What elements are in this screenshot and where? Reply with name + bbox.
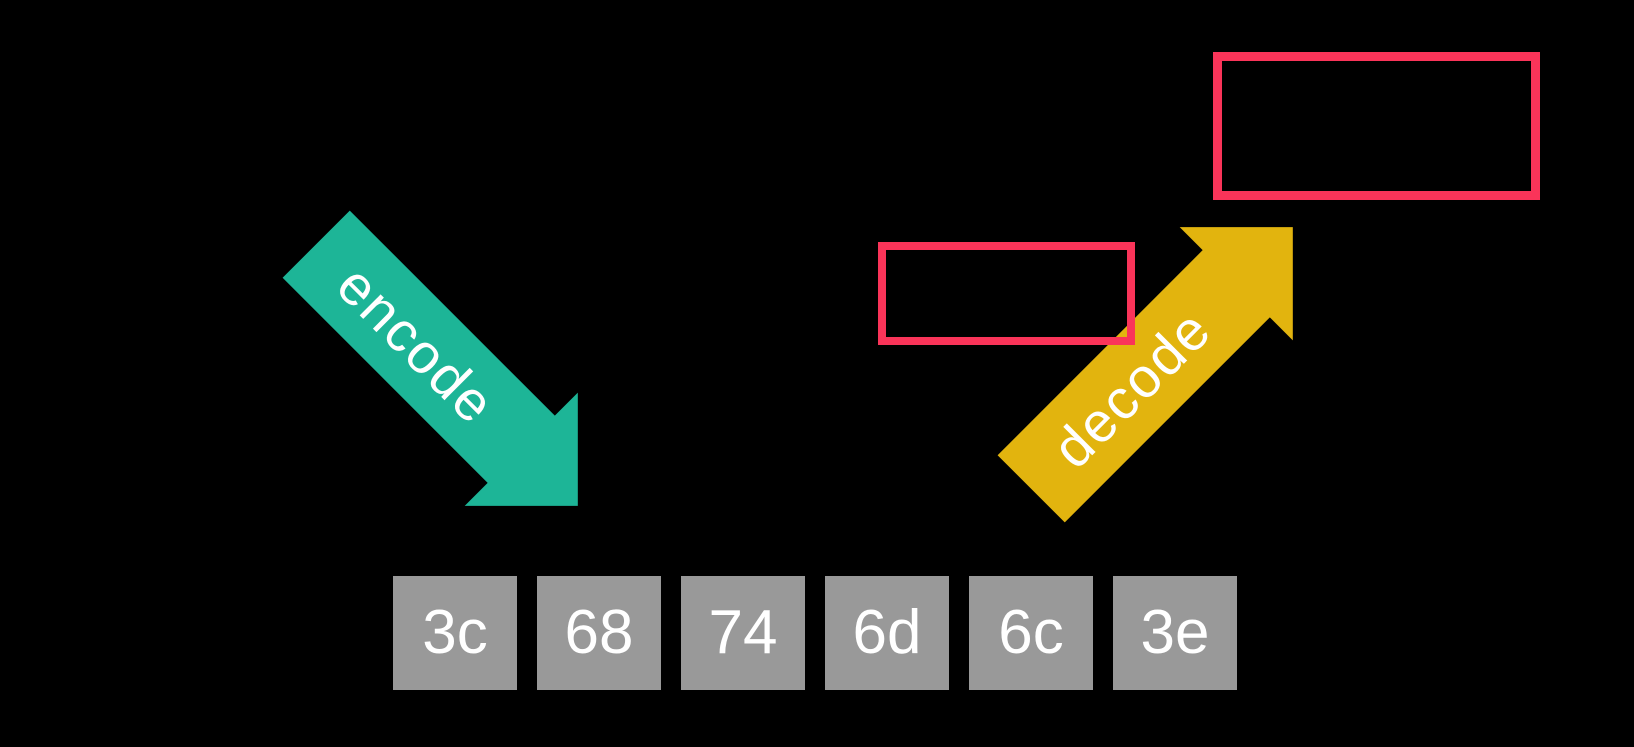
hex-byte-value: 3e — [1140, 598, 1210, 667]
decoded-placeholder-outline — [1213, 52, 1540, 200]
hex-byte-value: 68 — [564, 598, 634, 667]
encode-arrow-shape — [282, 210, 578, 506]
encoded-placeholder-outline — [878, 242, 1135, 345]
hex-byte-value: 74 — [708, 598, 778, 667]
hex-byte-value: 3c — [422, 598, 488, 667]
decoded-placeholder-box — [1213, 52, 1540, 200]
hex-byte-cell: 74 — [681, 576, 805, 690]
hex-byte-cell: 3c — [393, 576, 517, 690]
hex-byte-cell: 6c — [969, 576, 1093, 690]
hex-byte-value: 6c — [998, 598, 1064, 667]
hex-byte-value: 6d — [852, 598, 922, 667]
decode-arrow: decode — [997, 227, 1293, 523]
encode-arrow: encode — [282, 210, 578, 506]
hex-byte-cell: 3e — [1113, 576, 1237, 690]
decode-arrow-shape — [997, 227, 1293, 523]
hex-byte-row: 3c 68 74 6d 6c 3e — [393, 576, 1237, 690]
encoded-placeholder-box — [878, 242, 1135, 345]
hex-byte-cell: 68 — [537, 576, 661, 690]
hex-byte-cell: 6d — [825, 576, 949, 690]
